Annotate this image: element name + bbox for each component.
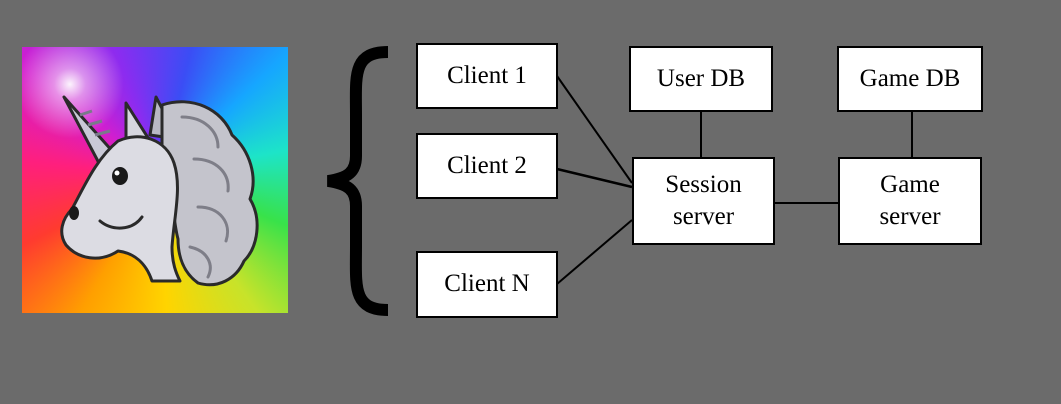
game-db-node: Game DB [837, 46, 983, 112]
game-server-label: Game server [879, 170, 941, 231]
session-server-node: Session server [632, 157, 775, 245]
edge-client-n-session [556, 219, 633, 285]
edge-client-2-session [556, 167, 633, 189]
edge-client-1-session [556, 75, 633, 184]
game-db-label: Game DB [859, 64, 961, 92]
client-2-node: Client 2 [416, 133, 558, 199]
client-1-node: Client 1 [416, 43, 558, 109]
client-2-label: Client 2 [447, 151, 527, 179]
user-db-label: User DB [656, 64, 746, 92]
client-group-brace [322, 46, 392, 316]
client-n-label: Client N [444, 270, 530, 298]
client-n-node: Client N [416, 251, 558, 318]
unicorn-logo [22, 47, 288, 313]
unicorn-mane [160, 100, 259, 287]
game-server-node: Game server [838, 157, 982, 245]
unicorn-icon [60, 95, 259, 287]
user-db-node: User DB [629, 46, 773, 112]
brace-shape [326, 46, 389, 316]
session-server-label: Session server [665, 170, 742, 231]
client-1-label: Client 1 [447, 61, 527, 89]
